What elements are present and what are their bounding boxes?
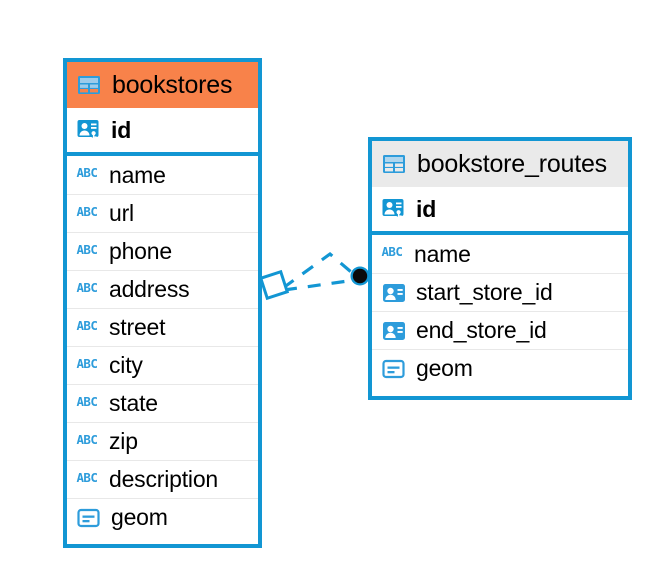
field-label: url bbox=[109, 200, 134, 226]
svg-text:ABC: ABC bbox=[76, 393, 97, 408]
text-type-icon: ABC bbox=[76, 468, 100, 492]
field-row-name[interactable]: ABC name bbox=[67, 156, 258, 194]
text-type-icon: ABC bbox=[76, 430, 100, 454]
field-row-end-store-id[interactable]: end_store_id bbox=[372, 311, 628, 349]
text-type-icon: ABC bbox=[76, 202, 100, 226]
geometry-type-icon bbox=[76, 505, 102, 531]
field-row-street[interactable]: ABC street bbox=[67, 308, 258, 346]
svg-text:ABC: ABC bbox=[76, 469, 97, 484]
text-type-icon: ABC bbox=[76, 316, 100, 340]
field-label: address bbox=[109, 276, 190, 302]
text-type-icon: ABC bbox=[76, 278, 100, 302]
text-type-icon: ABC bbox=[381, 242, 405, 266]
field-row-zip[interactable]: ABC zip bbox=[67, 422, 258, 460]
field-label: phone bbox=[109, 238, 172, 264]
field-label: id bbox=[416, 195, 437, 222]
primary-key-icon bbox=[76, 117, 102, 143]
field-label: description bbox=[109, 466, 219, 492]
field-label: end_store_id bbox=[416, 317, 547, 343]
svg-text:ABC: ABC bbox=[76, 203, 97, 218]
svg-text:ABC: ABC bbox=[76, 355, 97, 370]
field-label: street bbox=[109, 314, 166, 340]
text-type-icon: ABC bbox=[76, 163, 100, 187]
field-row-geom[interactable]: geom bbox=[372, 349, 628, 387]
field-row-address[interactable]: ABC address bbox=[67, 270, 258, 308]
relationship-target-dot bbox=[350, 266, 370, 286]
text-type-icon: ABC bbox=[76, 240, 100, 264]
foreign-key-icon bbox=[381, 318, 407, 344]
column-block-bookstore-routes: ABC name start_store_id bbox=[372, 235, 628, 387]
svg-text:ABC: ABC bbox=[76, 431, 97, 446]
field-row-id[interactable]: id bbox=[372, 187, 628, 231]
field-label: geom bbox=[111, 504, 168, 530]
field-row-city[interactable]: ABC city bbox=[67, 346, 258, 384]
entity-bookstores[interactable]: bookstores id bbox=[63, 58, 262, 548]
column-block-bookstores: ABC name ABC url ABC p bbox=[67, 156, 258, 536]
field-label: name bbox=[414, 240, 471, 267]
text-type-icon: ABC bbox=[76, 354, 100, 378]
field-row-start-store-id[interactable]: start_store_id bbox=[372, 273, 628, 311]
field-label: geom bbox=[416, 355, 473, 381]
field-row-geom[interactable]: geom bbox=[67, 498, 258, 536]
field-label: id bbox=[111, 116, 132, 143]
field-row-state[interactable]: ABC state bbox=[67, 384, 258, 422]
svg-text:ABC: ABC bbox=[76, 241, 97, 256]
svg-text:ABC: ABC bbox=[76, 279, 97, 294]
foreign-key-icon bbox=[381, 280, 407, 306]
relationship-line-lower bbox=[283, 278, 356, 292]
text-type-icon: ABC bbox=[76, 392, 100, 416]
svg-text:ABC: ABC bbox=[76, 317, 97, 332]
table-icon bbox=[76, 72, 102, 98]
field-label: state bbox=[109, 390, 158, 416]
field-row-description[interactable]: ABC description bbox=[67, 460, 258, 498]
field-row-phone[interactable]: ABC phone bbox=[67, 232, 258, 270]
key-block-bookstore-routes: id bbox=[372, 187, 628, 235]
entity-name: bookstore_routes bbox=[417, 149, 607, 178]
field-label: city bbox=[109, 352, 143, 378]
entity-bookstore-routes[interactable]: bookstore_routes bbox=[368, 137, 632, 400]
field-row-name[interactable]: ABC name bbox=[372, 235, 628, 273]
svg-text:ABC: ABC bbox=[381, 244, 402, 259]
field-label: start_store_id bbox=[416, 279, 553, 305]
entity-header-bookstore-routes[interactable]: bookstore_routes bbox=[372, 141, 628, 187]
entity-header-bookstores[interactable]: bookstores bbox=[67, 62, 258, 108]
relationship-source-square bbox=[258, 269, 290, 301]
primary-key-icon bbox=[381, 196, 407, 222]
field-row-id[interactable]: id bbox=[67, 108, 258, 152]
entity-name: bookstores bbox=[112, 70, 233, 99]
geometry-type-icon bbox=[381, 356, 407, 382]
field-label: name bbox=[109, 161, 166, 188]
svg-text:ABC: ABC bbox=[76, 165, 97, 180]
field-row-url[interactable]: ABC url bbox=[67, 194, 258, 232]
table-icon bbox=[381, 151, 407, 177]
key-block-bookstores: id bbox=[67, 108, 258, 156]
field-label: zip bbox=[109, 428, 138, 454]
relationship-line-upper bbox=[282, 251, 359, 290]
